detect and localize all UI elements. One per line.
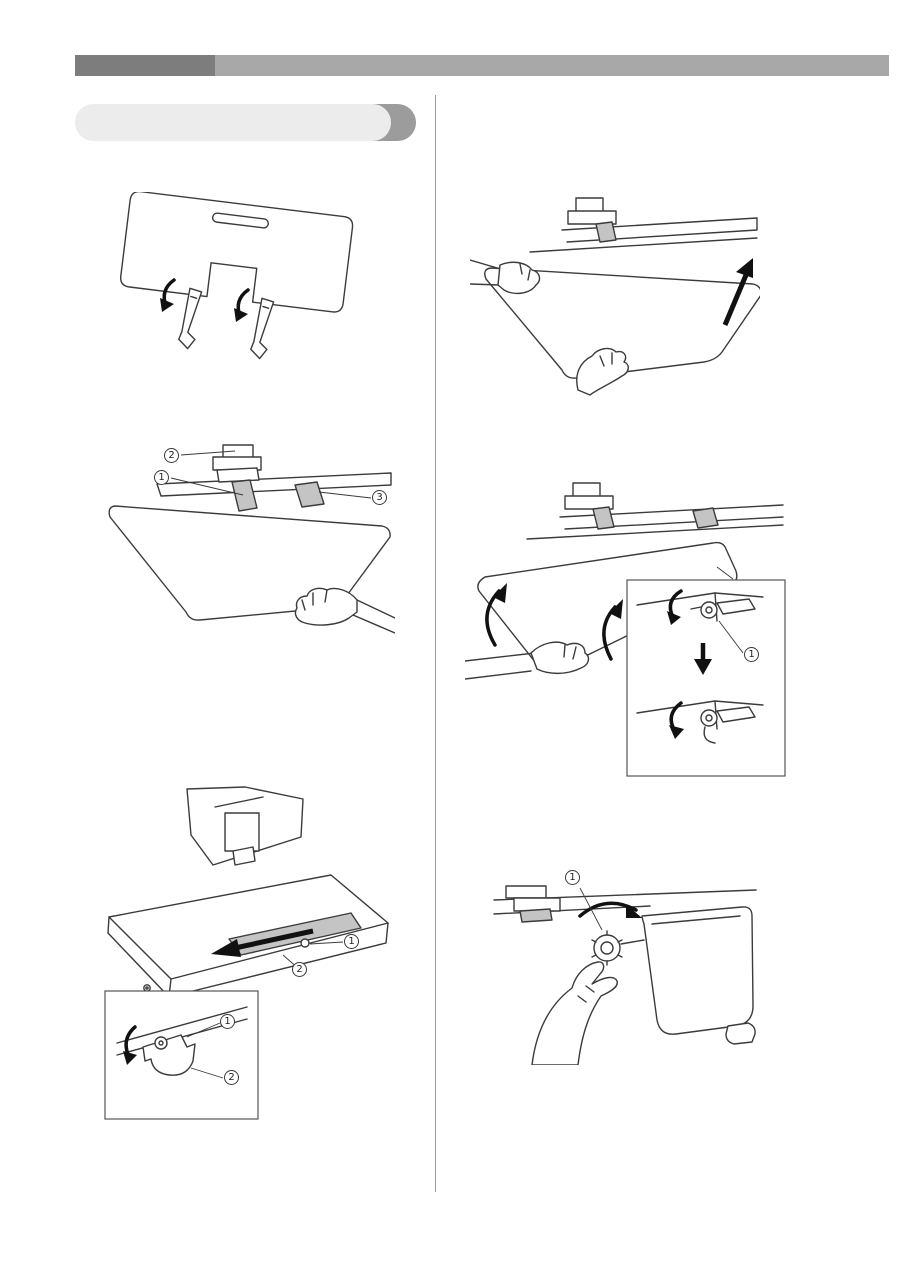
tighten-knob-illustration: [493, 885, 757, 1065]
thumb-screw: [300, 938, 310, 948]
machine-body: [641, 906, 754, 1035]
left-hand: [470, 259, 541, 295]
carriage: [567, 197, 617, 243]
slide-arrow-icon: [234, 928, 314, 951]
guide-rail: [294, 481, 325, 508]
handle-slot: [211, 212, 269, 229]
callout-1: 1: [154, 470, 169, 485]
inset-callout-1: 1: [220, 1014, 235, 1029]
carriage: [212, 444, 262, 483]
slide-out-illustration: [470, 197, 760, 396]
figure-wide-table-with-legs: [108, 192, 373, 377]
header-bar-light: [75, 55, 889, 76]
bracket: [505, 885, 561, 923]
carriage: [564, 482, 615, 530]
header-bar-accent: [75, 55, 215, 76]
machine-rails: [156, 472, 392, 497]
hand: [465, 641, 590, 680]
figure-lift-table: 1: [465, 475, 787, 785]
inset-bottom-knob: [636, 700, 764, 744]
column-divider: [435, 95, 436, 1192]
inset-top-knob: [636, 592, 764, 622]
left-leg: [178, 287, 203, 350]
guide-rail: [692, 507, 719, 529]
callout-1: 1: [344, 934, 359, 949]
guide-tab: [231, 479, 258, 512]
knob: [591, 930, 623, 966]
callout-2: 2: [292, 962, 307, 977]
machine-rails: [561, 217, 758, 243]
wide-table-illustration: [119, 192, 354, 360]
inset-callout-2: 2: [224, 1070, 239, 1085]
page-header-bar: [75, 55, 889, 76]
turn-arrow-icon: [578, 901, 638, 918]
hand: [531, 961, 618, 1065]
figure-tighten-knob: 1: [490, 860, 760, 1065]
machine-foot: [725, 1022, 756, 1045]
insert-table-illustration: [108, 444, 395, 634]
bottom-hand: [576, 347, 629, 396]
figure-slide-table-out: [470, 190, 760, 400]
pull-arrow-icon: [722, 274, 749, 326]
section-pill-main: [75, 104, 391, 141]
callout-1: 1: [565, 870, 580, 885]
table-panel: [119, 192, 354, 313]
figure-slide-table-mount: 1 2 1 2: [95, 785, 395, 1125]
callout-2: 2: [164, 448, 179, 463]
machine-arm: [186, 786, 304, 866]
callout-3: 3: [372, 490, 387, 505]
section-title-pill: [75, 104, 416, 141]
slide-mount-illustration: [104, 786, 389, 1120]
figure-insert-wide-table: 2 1 3: [95, 440, 395, 635]
inset-callout-1: 1: [744, 647, 759, 662]
hand: [294, 587, 395, 634]
table-panel: [484, 267, 760, 379]
right-leg: [250, 297, 275, 360]
lift-table-illustration: [465, 482, 786, 777]
